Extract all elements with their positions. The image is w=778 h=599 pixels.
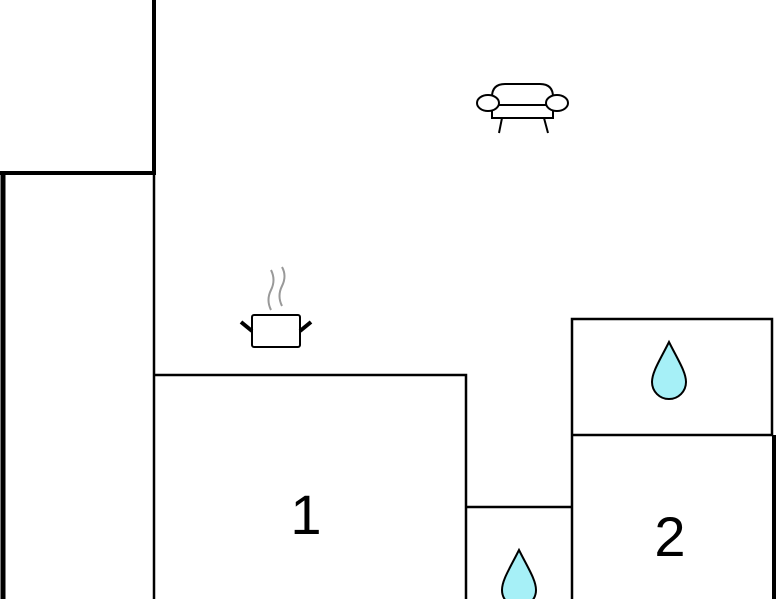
room-1-label: 1 [290, 483, 322, 546]
bathroom-wall [570, 317, 774, 599]
water-drop-icon [650, 339, 688, 400]
water-drop-icon [500, 547, 538, 599]
room-2-label: 2 [654, 505, 686, 568]
outer-wall-top-left [0, 0, 156, 175]
sofa-icon [476, 83, 569, 134]
room-1-wall [154, 373, 468, 599]
cooking-pot-icon [239, 266, 313, 348]
